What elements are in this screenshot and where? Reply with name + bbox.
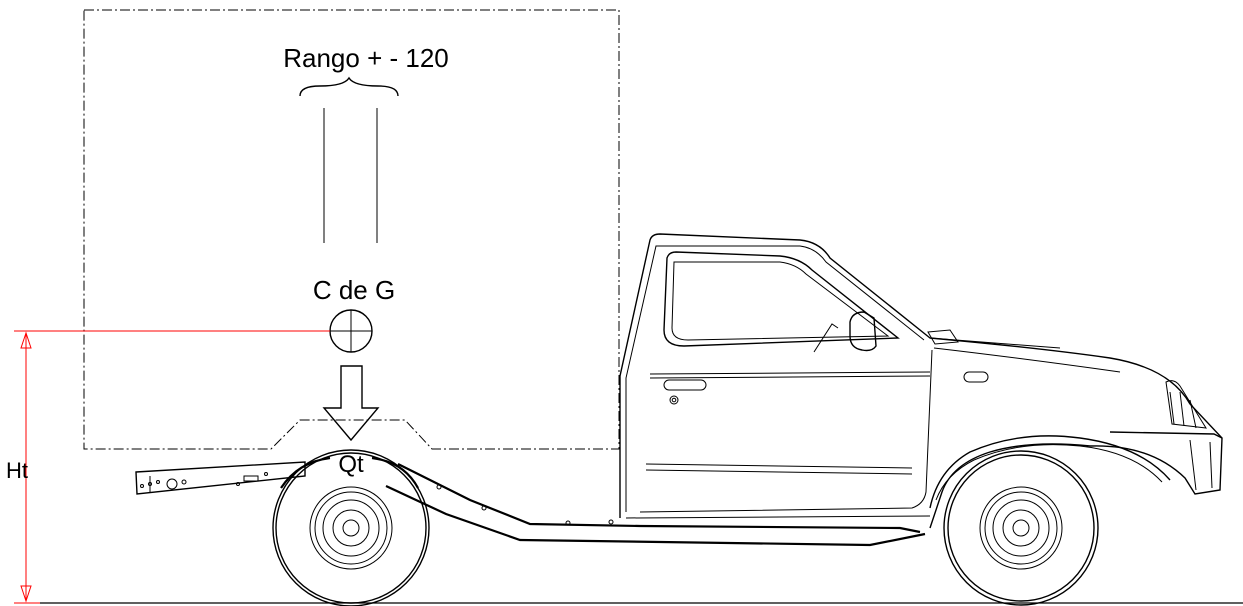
truck-cab	[619, 233, 1223, 529]
chassis-frame	[135, 461, 926, 547]
rear-wheel	[272, 449, 430, 606]
height-label: Ht	[6, 458, 28, 483]
load-label: Qt	[338, 451, 364, 478]
height-dimension	[14, 330, 330, 604]
cargo-body-outline	[83, 9, 620, 450]
load-arrow-icon	[322, 365, 380, 442]
front-wheel	[943, 450, 1099, 606]
range-label: Rango + - 120	[283, 43, 449, 73]
cog-label: C de G	[313, 275, 395, 305]
center-of-gravity-icon	[329, 309, 373, 353]
range-bracket	[299, 76, 399, 243]
